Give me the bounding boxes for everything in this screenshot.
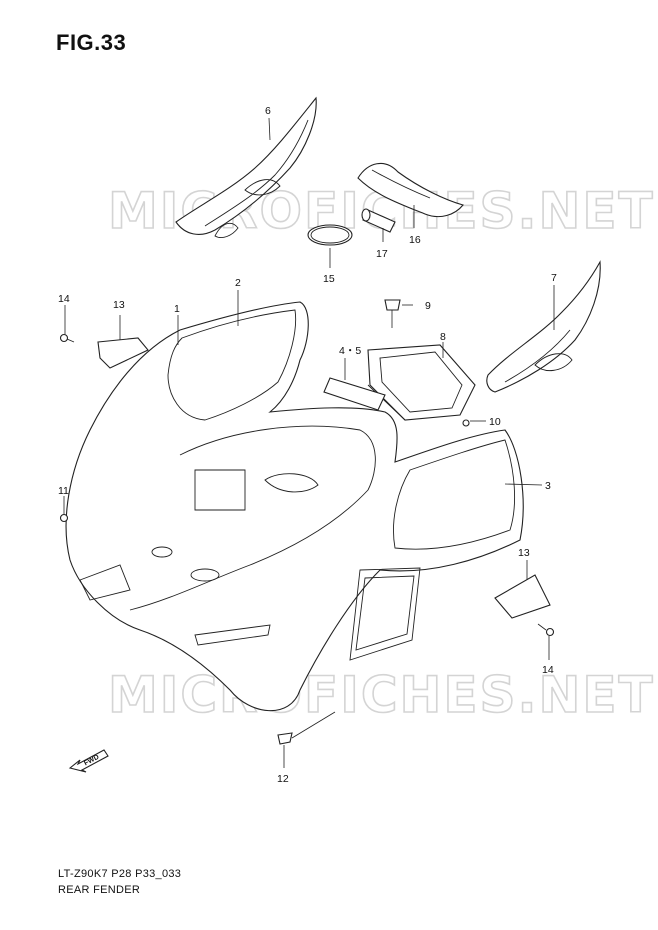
part-8-tray: [367, 344, 476, 421]
callout-14-upper: 14: [58, 293, 70, 305]
part-7-decal: [486, 260, 601, 393]
fwd-arrow-icon: FWD: [68, 749, 109, 773]
part-14-bolt-lower: [537, 623, 555, 637]
callout-8: 8: [440, 331, 446, 343]
callout-11: 11: [58, 485, 69, 497]
part-13-bracket-lower: [494, 574, 551, 619]
watermark-bottom: MICROFICHES.NET: [108, 666, 655, 724]
callout-9: 9: [425, 300, 431, 312]
part-15-ring: [307, 224, 353, 246]
callout-13-lower: 13: [518, 547, 530, 559]
diagram-name: REAR FENDER: [58, 884, 141, 896]
figure-title: FIG.33: [56, 30, 127, 55]
callout-17: 17: [376, 248, 388, 260]
callout-14-lower: 14: [542, 664, 554, 676]
callout-12: 12: [277, 773, 289, 785]
callout-4-5: 4・5: [339, 345, 361, 357]
callout-13-upper: 13: [113, 299, 125, 311]
callout-15: 15: [323, 273, 335, 285]
callout-1: 1: [174, 303, 180, 315]
callout-6: 6: [265, 105, 271, 117]
part-12-clip: [277, 711, 336, 745]
part-16-cover: [357, 162, 464, 218]
callout-3: 3: [545, 480, 551, 492]
part-14-bolt-upper: [59, 333, 75, 343]
part-17-tube: [361, 208, 396, 233]
callout-10: 10: [489, 416, 501, 428]
part-4-5-emblem: [323, 377, 386, 411]
callout-16: 16: [409, 234, 421, 246]
callout-7: 7: [551, 272, 557, 284]
part-10-screw: [462, 419, 470, 427]
part-13-bracket-upper: [97, 337, 149, 369]
part-6-decal: [175, 96, 317, 239]
part-1-rear-fender: [65, 301, 524, 712]
diagram-code: LT-Z90K7 P28 P33_033: [58, 868, 182, 880]
part-9-clip: [384, 299, 401, 328]
part-11-bolt: [59, 513, 69, 523]
callout-2: 2: [235, 277, 241, 289]
